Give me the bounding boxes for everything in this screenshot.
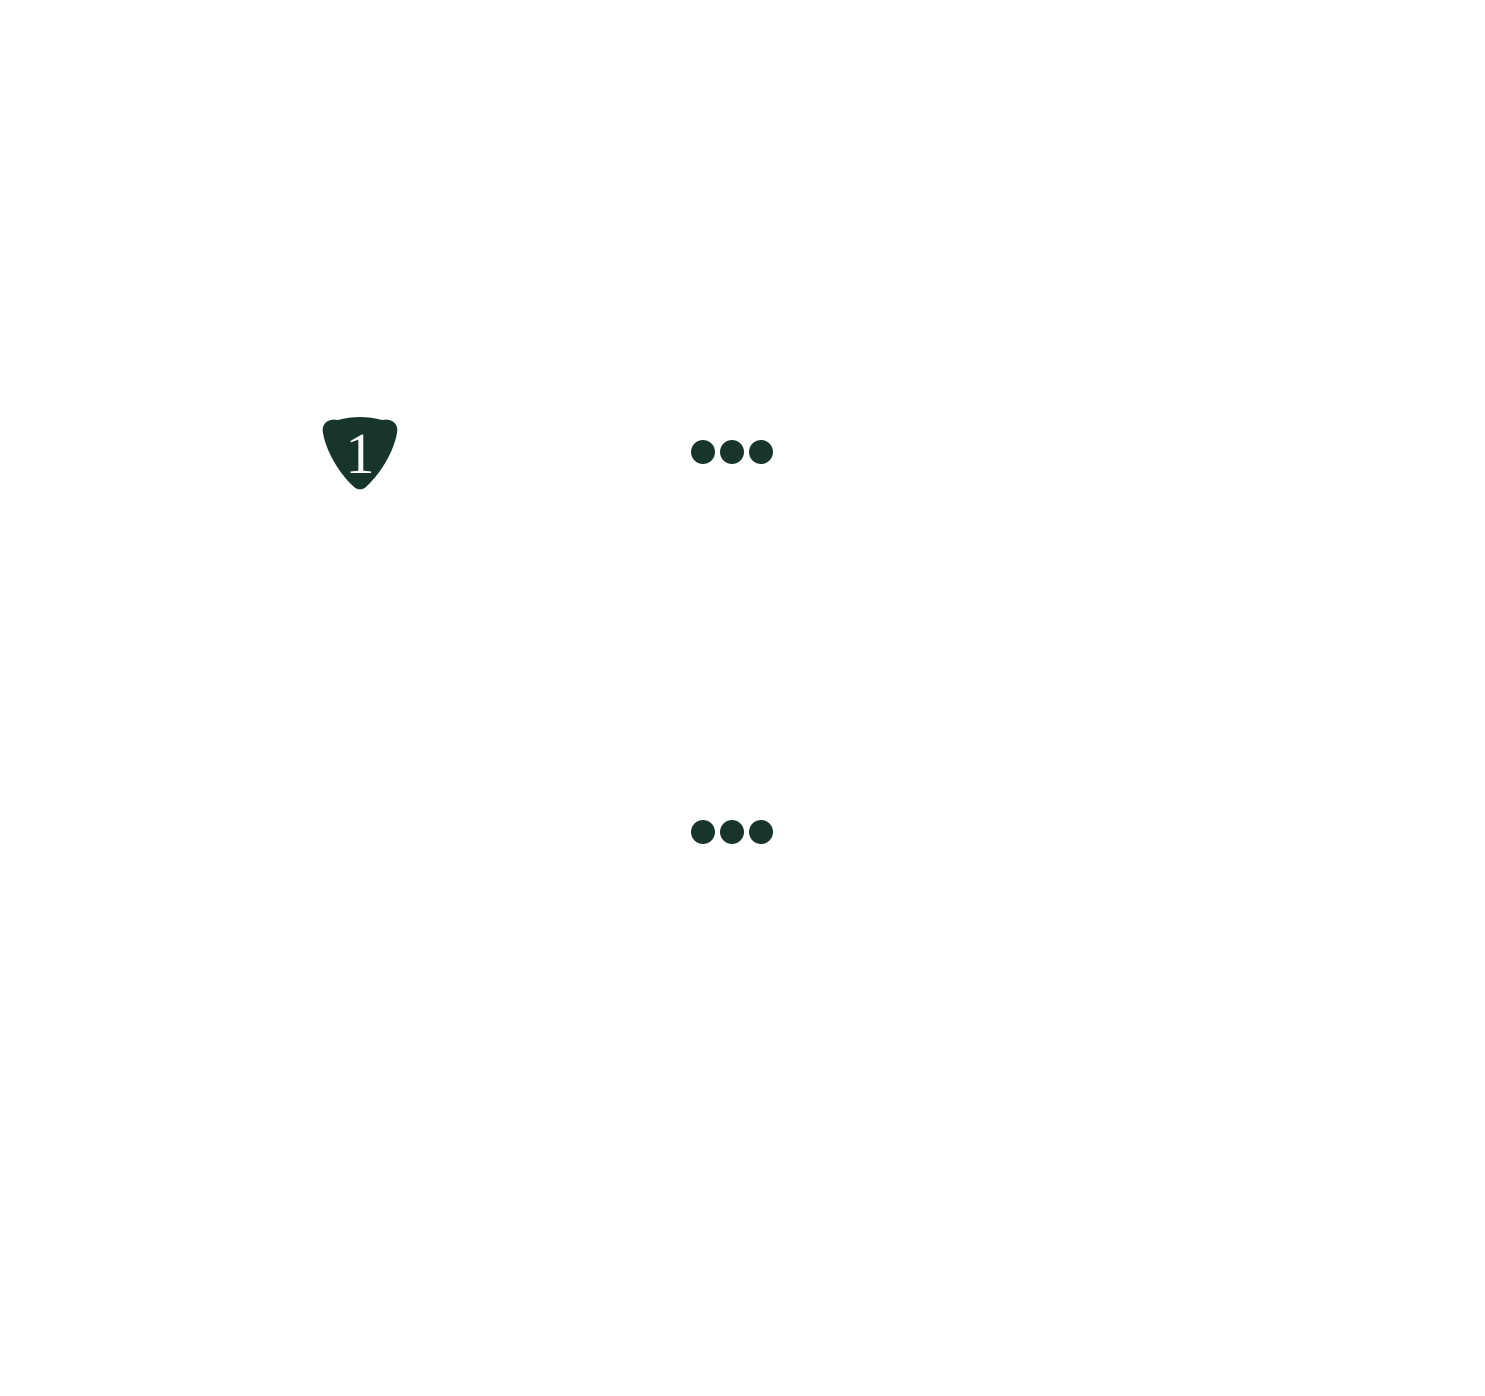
- count-badge: 1: [317, 417, 403, 493]
- dot-icon: [749, 820, 773, 844]
- dot-icon: [691, 440, 715, 464]
- pick-shield-badge-icon: [322, 417, 398, 490]
- dot-icon: [691, 820, 715, 844]
- dot-icon: [749, 440, 773, 464]
- dot-icon: [720, 820, 744, 844]
- ellipsis-dots-top[interactable]: [691, 440, 773, 464]
- dot-icon: [720, 440, 744, 464]
- count-badge-number: 1: [345, 421, 375, 486]
- ellipsis-dots-bottom[interactable]: [691, 820, 773, 844]
